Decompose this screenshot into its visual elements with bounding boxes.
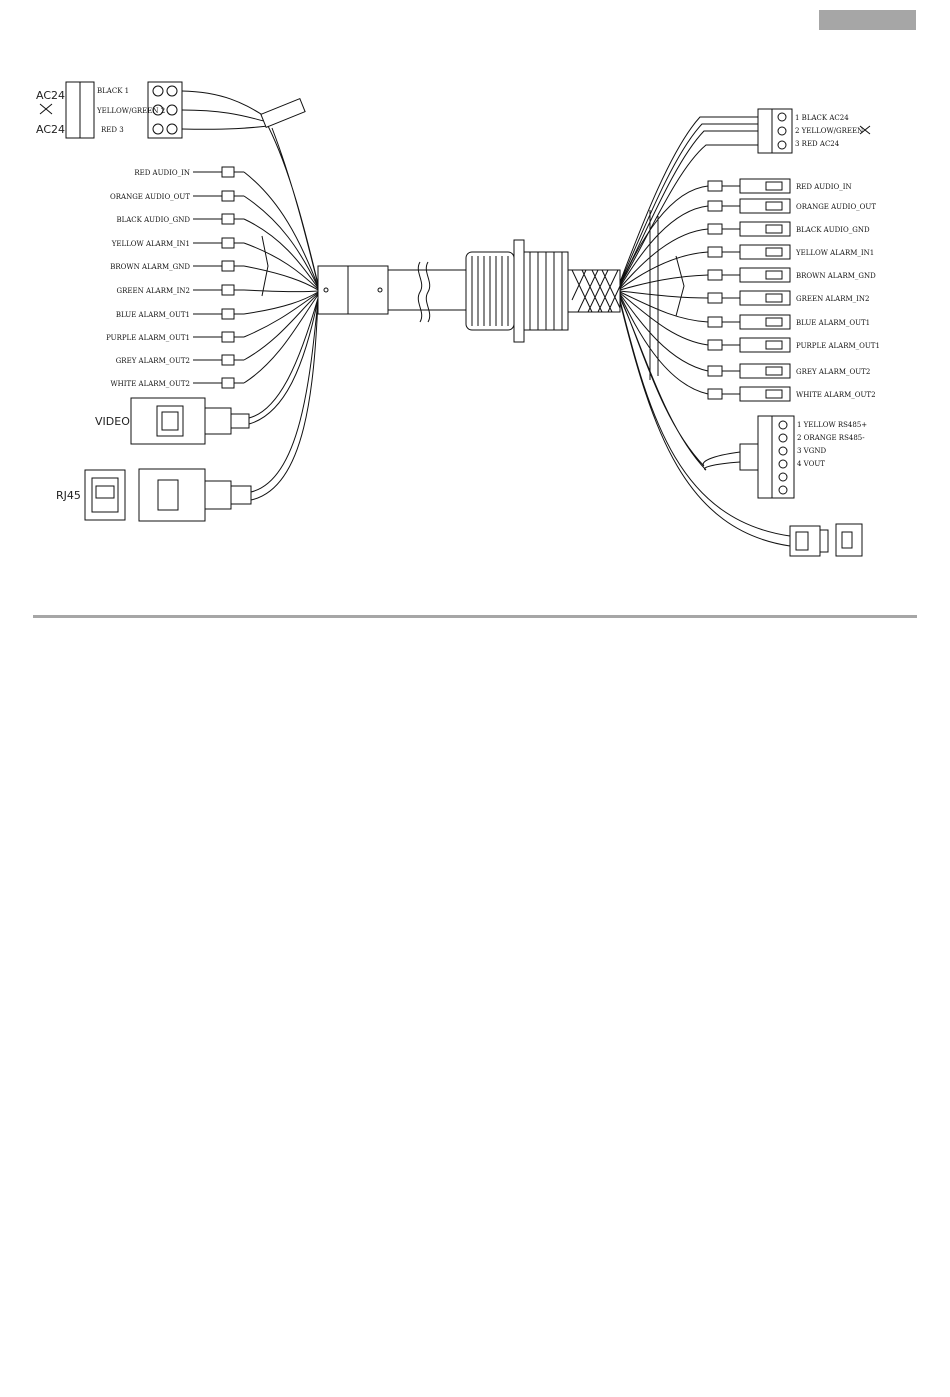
right-wire-8: PURPLE ALARM_OUT1 (707, 337, 880, 353)
left-wire-label: GREY ALARM_OUT2 (116, 357, 190, 365)
right-wire-7: BLUE ALARM_OUT1 (707, 314, 870, 330)
left-video-label: VIDEO (95, 415, 130, 428)
right-wire-6: GREEN ALARM_IN2 (707, 290, 869, 306)
left-wire-9: GREY ALARM_OUT2 (116, 354, 244, 366)
left-wire-10: WHITE ALARM_OUT2 (110, 377, 244, 389)
left-power-terminals: AC24 AC24 BLACK 1 YELLOW/GREEN 2 RED 3 (36, 81, 306, 139)
left-wire-label: BROWN ALARM_GND (110, 263, 190, 271)
right-rj45-connector (619, 299, 863, 557)
right-power-wire-3: 3 RED AC24 (795, 140, 840, 148)
right-wire-label: BROWN ALARM_GND (796, 272, 876, 280)
left-wire-label: BLACK AUDIO_GND (116, 216, 190, 224)
cable-sleeve-left (317, 265, 349, 315)
page-divider (33, 615, 917, 618)
right-wire-5: BROWN ALARM_GND (707, 267, 876, 283)
left-power-wire-3: RED 3 (101, 126, 124, 134)
left-wire-label: WHITE ALARM_OUT2 (110, 380, 190, 388)
right-power-wire-2: 2 YELLOW/GREEN (795, 127, 863, 135)
right-terminal-block (757, 108, 773, 154)
rs485-terminal-block (757, 415, 773, 499)
left-wire-2: ORANGE AUDIO_OUT (110, 190, 244, 202)
rs485-terminal-2: 2 ORANGE RS485- (797, 434, 865, 442)
rs485-terminal-4: 4 VOUT (797, 460, 825, 468)
left-wire-6: GREEN ALARM_IN2 (117, 284, 244, 296)
left-wire-3: BLACK AUDIO_GND (116, 213, 244, 225)
left-wire-list: RED AUDIO_IN ORANGE AUDIO_OUT BLACK AUDIO_… (106, 166, 244, 389)
left-video-connector: VIDEO (95, 297, 319, 445)
left-wire-4: YELLOW ALARM_IN1 (111, 237, 244, 249)
right-wire-1: RED AUDIO_IN (707, 178, 852, 194)
right-wire-label: GREY ALARM_OUT2 (796, 368, 870, 376)
left-wire-label: ORANGE AUDIO_OUT (110, 193, 190, 201)
right-wire-label: YELLOW ALARM_IN1 (795, 249, 874, 257)
right-wire-9: GREY ALARM_OUT2 (707, 363, 870, 379)
gland-flange (513, 239, 525, 343)
left-wire-5: BROWN ALARM_GND (110, 260, 244, 272)
left-power-wire-1: BLACK 1 (97, 87, 129, 95)
left-ac24-label-bottom: AC24 (36, 123, 65, 136)
right-rs485-terminal: 1 YELLOW RS485+ 2 ORANGE RS485- 3 VGND 4… (619, 296, 867, 499)
right-wire-label: WHITE ALARM_OUT2 (796, 391, 876, 399)
right-wire-label: PURPLE ALARM_OUT1 (796, 342, 880, 350)
left-wire-label: YELLOW ALARM_IN1 (111, 240, 190, 248)
left-rj45-connector: RJ45 (56, 299, 319, 522)
left-power-wire-2: YELLOW/GREEN 2 (96, 107, 165, 115)
left-wire-1: RED AUDIO_IN (134, 166, 244, 178)
right-power-wire-1: 1 BLACK AC24 (795, 114, 849, 122)
left-connector-plug (65, 81, 81, 139)
right-wire-label: ORANGE AUDIO_OUT (796, 203, 876, 211)
right-wire-label: BLACK AUDIO_GND (796, 226, 870, 234)
left-ac24-label-top: AC24 (36, 89, 65, 102)
right-wire-4: YELLOW ALARM_IN1 (707, 244, 874, 260)
right-wire-list: RED AUDIO_IN ORANGE AUDIO_OUT BLACK AUDIO_… (707, 178, 880, 402)
left-wire-label: PURPLE ALARM_OUT1 (106, 334, 190, 342)
right-wire-label: GREEN ALARM_IN2 (796, 295, 869, 303)
right-wire-label: RED AUDIO_IN (796, 183, 852, 191)
rs485-terminal-3: 3 VGND (797, 447, 826, 455)
right-power-terminal: 1 BLACK AC24 2 YELLOW/GREEN 3 RED AC24 (619, 108, 871, 286)
right-wire-label: BLUE ALARM_OUT1 (796, 319, 870, 327)
left-wire-label: BLUE ALARM_OUT1 (116, 311, 190, 319)
ground-symbol-left (39, 103, 53, 115)
rs485-terminal-1: 1 YELLOW RS485+ (797, 421, 867, 429)
left-wire-7: BLUE ALARM_OUT1 (116, 308, 244, 320)
left-power-label-tag (260, 97, 306, 129)
right-wire-10: WHITE ALARM_OUT2 (707, 386, 876, 402)
left-wire-label: GREEN ALARM_IN2 (117, 287, 190, 295)
left-wire-label: RED AUDIO_IN (134, 169, 190, 177)
left-wire-8: PURPLE ALARM_OUT1 (106, 331, 244, 343)
left-rj45-label: RJ45 (56, 489, 81, 502)
right-wire-2: ORANGE AUDIO_OUT (707, 198, 876, 214)
right-wire-3: BLACK AUDIO_GND (707, 221, 870, 237)
cable-wiring-diagram: AC24 AC24 BLACK 1 YELLOW/GREEN 2 RED 3 R… (36, 81, 880, 557)
ground-symbol-right (859, 125, 871, 135)
header-bar (819, 10, 916, 30)
center-cable-gland (317, 239, 621, 343)
